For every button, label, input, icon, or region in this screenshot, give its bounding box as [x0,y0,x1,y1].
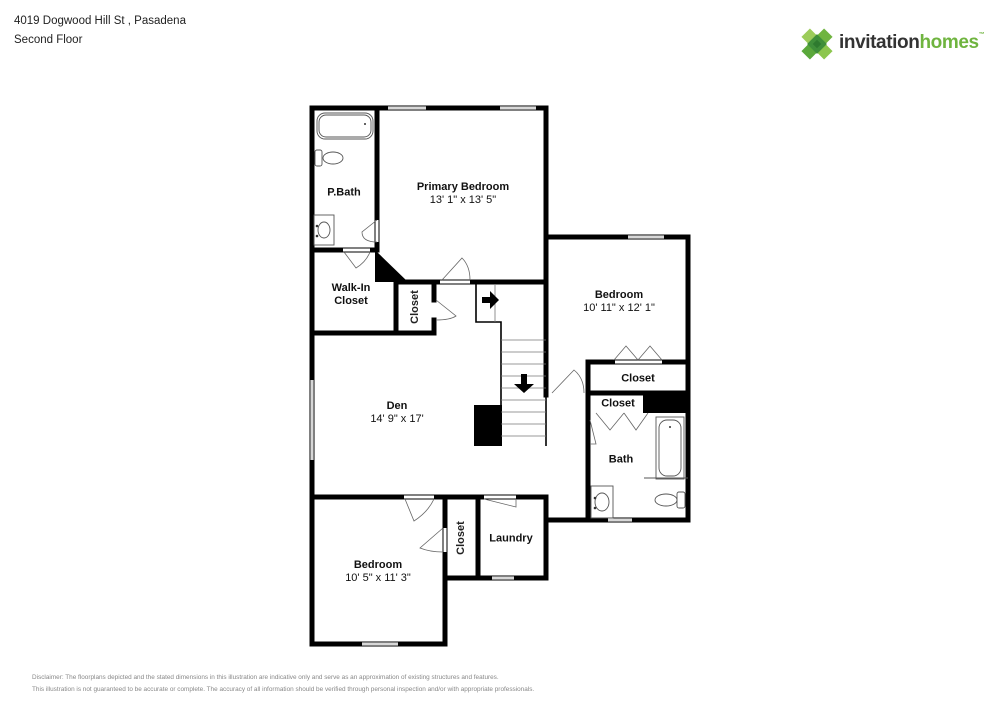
door-closet1 [435,299,457,321]
floor-label: Second Floor [14,34,83,46]
invitation-homes-logo: invitationhomes™ [797,24,985,64]
door-bath [589,419,597,445]
disclaimer-line-2: This illustration is not guaranteed to b… [32,686,535,693]
logo-wordmark: invitationhomes™ [839,32,985,54]
room-name: Bedroom [594,289,644,301]
door-bed3 [404,498,435,522]
room-dimensions: 10' 5" x 11' 3" [345,572,411,584]
stair-arrows [482,291,534,393]
clover-logo-icon [801,28,833,60]
sink-bath [590,485,614,519]
room-dimensions: 14' 9" x 17' [370,413,424,425]
room-name-line2: Closet [334,295,368,307]
door-closet3b [623,412,649,431]
room-name: Den [386,400,408,412]
room-name: P.Bath [327,186,361,199]
door-closet3a [595,412,625,431]
door-bed2 [551,369,585,394]
room-name: Bedroom [353,559,403,571]
room-bedroom-2: Bedroom 10' 11" x 12' 1" [583,289,655,315]
room-name: Primary Bedroom [416,181,510,193]
arrow-right-icon [482,291,499,309]
door-primary [441,257,471,281]
room-laundry: Laundry [489,533,532,546]
room-bath: Bath [609,454,633,467]
room-dimensions: 10' 11" x 12' 1" [583,302,655,314]
door-closet2a [613,345,639,361]
logo-trademark: ™ [978,32,985,38]
room-dimensions: 13' 1" x 13' 5" [429,194,497,206]
property-address: 4019 Dogwood Hill St , Pasadena [14,15,186,27]
sink-pbath [313,214,335,246]
stair-block [474,405,502,446]
room-name: Bath [608,453,634,466]
door-closet4 [419,527,444,553]
room-closet-4: Closet [455,521,467,555]
room-den: Den 14' 9" x 17' [370,400,423,426]
logo-word-homes: homes [919,32,979,53]
tub-bath [655,416,685,480]
door-walkin [343,251,371,269]
arrow-down-icon [514,374,534,393]
room-name: Closet [601,397,635,410]
landing-outline [475,282,502,446]
room-walk-in-closet: Walk-In Closet [332,282,371,308]
logo-word-invitation: invitation [839,32,920,53]
room-closet-2: Closet [621,373,655,386]
room-primary-bedroom: Primary Bedroom 13' 1" x 13' 5" [417,181,509,207]
toilet-pbath [322,151,344,165]
tub-pbath [316,112,374,140]
room-name: Closet [621,372,655,385]
room-name: Laundry [489,532,533,545]
door-closet2b [637,345,663,361]
room-closet-3: Closet [601,398,635,411]
door-laundry [483,498,517,508]
room-closet-1: Closet [409,290,421,324]
room-p-bath: P.Bath [327,187,360,200]
room-bedroom-3: Bedroom 10' 5" x 11' 3" [345,559,411,585]
chase-fill [375,250,408,282]
room-name-line1: Walk-In [331,282,371,294]
wall-block-bath [643,393,688,413]
disclaimer-line-1: Disclaimer: The floorplans depicted and … [32,674,499,681]
door-pbath [361,219,378,243]
toilet-bath [654,493,678,507]
